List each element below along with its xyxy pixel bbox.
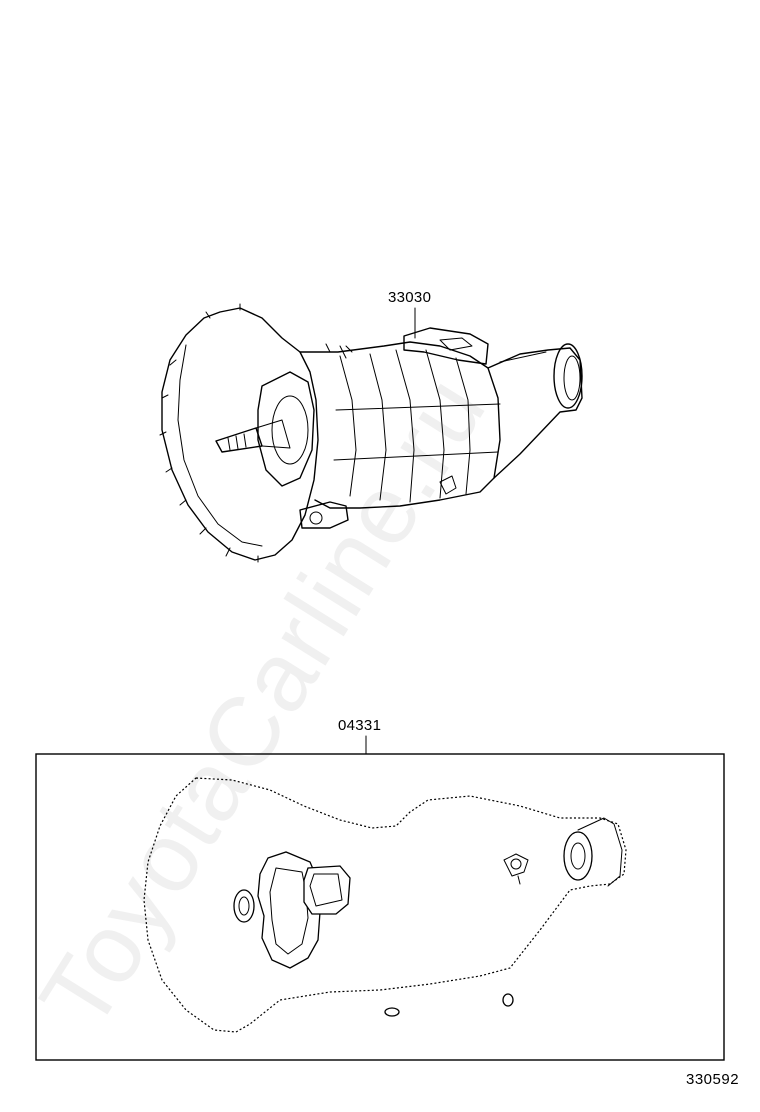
gasket-kit-illustration[interactable] xyxy=(143,777,627,1033)
transmission-assembly-illustration[interactable] xyxy=(159,303,583,563)
part-number-33030[interactable]: 33030 xyxy=(388,289,431,306)
part-number-04331[interactable]: 04331 xyxy=(338,717,381,734)
gasket-kit-frame xyxy=(35,753,725,1061)
illustration-code: 330592 xyxy=(686,1071,739,1088)
